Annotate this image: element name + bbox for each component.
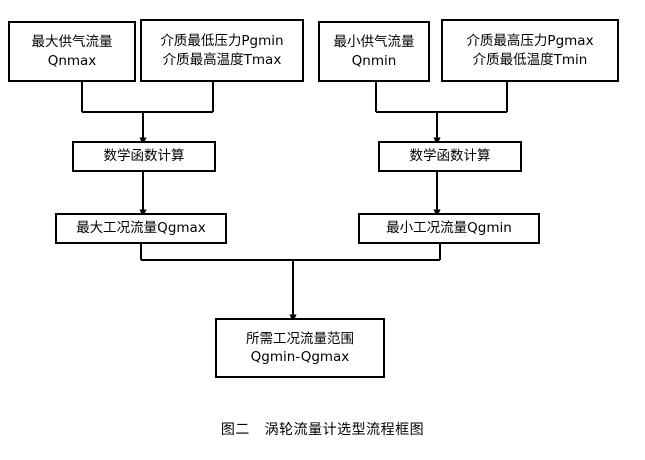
node-math-calc-left-label: 数学函数计算 bbox=[103, 148, 185, 165]
node-math-calc-right: 数学函数计算 bbox=[378, 141, 522, 172]
connector-group bbox=[81, 82, 508, 322]
node-min-pressure-max-temp: 介质最低压力Pgmin 介质最高温度Tmax bbox=[140, 19, 304, 82]
node-min-working-flow-label: 最小工况流量Qgmin bbox=[386, 220, 512, 237]
node-required-flow-range-line2: Qgmin-Qgmax bbox=[250, 349, 350, 365]
node-max-pressure-min-temp: 介质最高压力Pgmax 介质最低温度Tmin bbox=[441, 19, 619, 82]
node-max-pressure-min-temp-line2: 介质最低温度Tmin bbox=[472, 51, 588, 68]
node-min-supply-flow-line1: 最小供气流量 bbox=[333, 34, 415, 51]
node-required-flow-range: 所需工况流量范围 Qgmin-Qgmax bbox=[215, 318, 385, 378]
node-max-supply-flow-line1: 最大供气流量 bbox=[31, 34, 113, 51]
node-required-flow-range-line1: 所需工况流量范围 bbox=[246, 330, 354, 347]
node-min-supply-flow-line2: Qnmin bbox=[351, 52, 397, 69]
figure-caption: 图二 涡轮流量计选型流程框图 bbox=[220, 422, 425, 438]
node-max-pressure-min-temp-line1: 介质最高压力Pgmax bbox=[466, 33, 594, 50]
node-min-working-flow: 最小工况流量Qgmin bbox=[358, 213, 540, 244]
node-math-calc-left: 数学函数计算 bbox=[72, 141, 216, 172]
node-max-working-flow: 最大工况流量Qgmax bbox=[55, 213, 227, 244]
node-max-supply-flow-line2: Qnmax bbox=[47, 52, 97, 69]
node-math-calc-right-label: 数学函数计算 bbox=[409, 148, 491, 165]
node-min-supply-flow: 最小供气流量 Qnmin bbox=[318, 21, 430, 82]
node-max-working-flow-label: 最大工况流量Qgmax bbox=[76, 220, 206, 237]
node-min-pressure-max-temp-line2: 介质最高温度Tmax bbox=[162, 51, 282, 68]
node-min-pressure-max-temp-line1: 介质最低压力Pgmin bbox=[160, 33, 284, 50]
node-max-supply-flow: 最大供气流量 Qnmax bbox=[8, 21, 136, 82]
